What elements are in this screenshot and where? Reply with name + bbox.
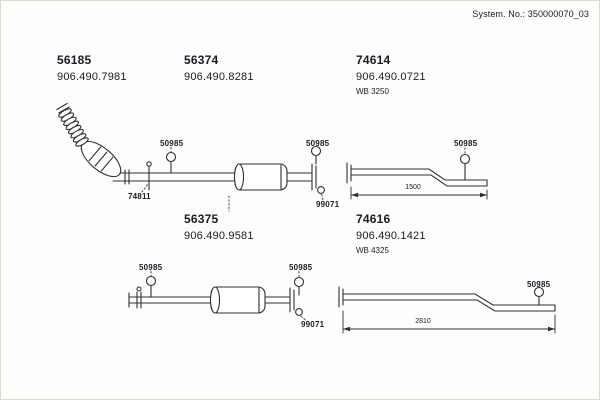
gasket-callout-label: 99071: [301, 320, 325, 329]
clamp-callout-label: 74811: [128, 192, 151, 201]
flange-joint-rear: [289, 287, 303, 316]
part-ref-number: 906.490.9581: [184, 230, 254, 242]
part-label-56375: 56375 906.490.9581: [184, 212, 254, 242]
part-ref-number: 906.490.0721: [356, 71, 426, 83]
dimension-label-bottom: 2810: [415, 318, 431, 325]
part-label-74616: 74616 906.490.1421 WB 4325: [356, 212, 426, 255]
tailpipe-74616: [338, 286, 556, 312]
flex-pipe: [56, 102, 89, 147]
hanger-callout-label: 50985: [289, 263, 313, 272]
intermediate-pipe-front: [112, 169, 236, 185]
clamp-drawing: [146, 161, 152, 191]
part-number: 74616: [356, 212, 391, 226]
tailpipe-74614: [346, 162, 488, 187]
muffler-front: [233, 163, 312, 191]
part-ref-number: 906.490.8281: [184, 71, 254, 83]
dimension-line-top: [350, 186, 488, 200]
wheelbase-label: WB 4325: [356, 246, 389, 255]
leader-lines: [141, 147, 466, 320]
dimension-line-bottom: [342, 310, 556, 334]
muffler-rear: [209, 286, 290, 314]
part-label-56374: 56374 906.490.8281: [184, 53, 254, 83]
system-number: System. No.: 350000070_03: [472, 9, 589, 19]
part-number: 56185: [57, 53, 92, 67]
part-label-56185: 56185 906.490.7981: [57, 53, 127, 83]
hanger-callout-label: 50985: [160, 139, 184, 148]
hanger-ring: [293, 276, 305, 296]
hanger-ring: [533, 286, 545, 306]
part-label-74614: 74614 906.490.0721 WB 3250: [356, 53, 426, 96]
hanger-ring: [459, 153, 471, 181]
part-number: 74614: [356, 53, 391, 67]
hanger-callout-label: 50985: [306, 139, 330, 148]
part-ref-number: 906.490.1421: [356, 230, 426, 242]
hanger-ring: [310, 145, 322, 165]
dimension-label-top: 1500: [405, 184, 421, 191]
part-number: 56375: [184, 212, 219, 226]
rear-inlet-pipe: [128, 286, 214, 309]
wheelbase-label: WB 3250: [356, 87, 389, 96]
hanger-callout-label: 50985: [139, 263, 163, 272]
hanger-ring: [165, 151, 177, 174]
part-ref-number: 906.490.7981: [57, 71, 127, 83]
flange-joint-front: [311, 163, 325, 194]
hanger-callout-label: 50985: [454, 139, 478, 148]
part-number: 56374: [184, 53, 219, 67]
hanger-ring: [145, 275, 157, 298]
gasket-callout-label: 99071: [316, 200, 340, 209]
hanger-callout-label: 50985: [527, 280, 551, 289]
